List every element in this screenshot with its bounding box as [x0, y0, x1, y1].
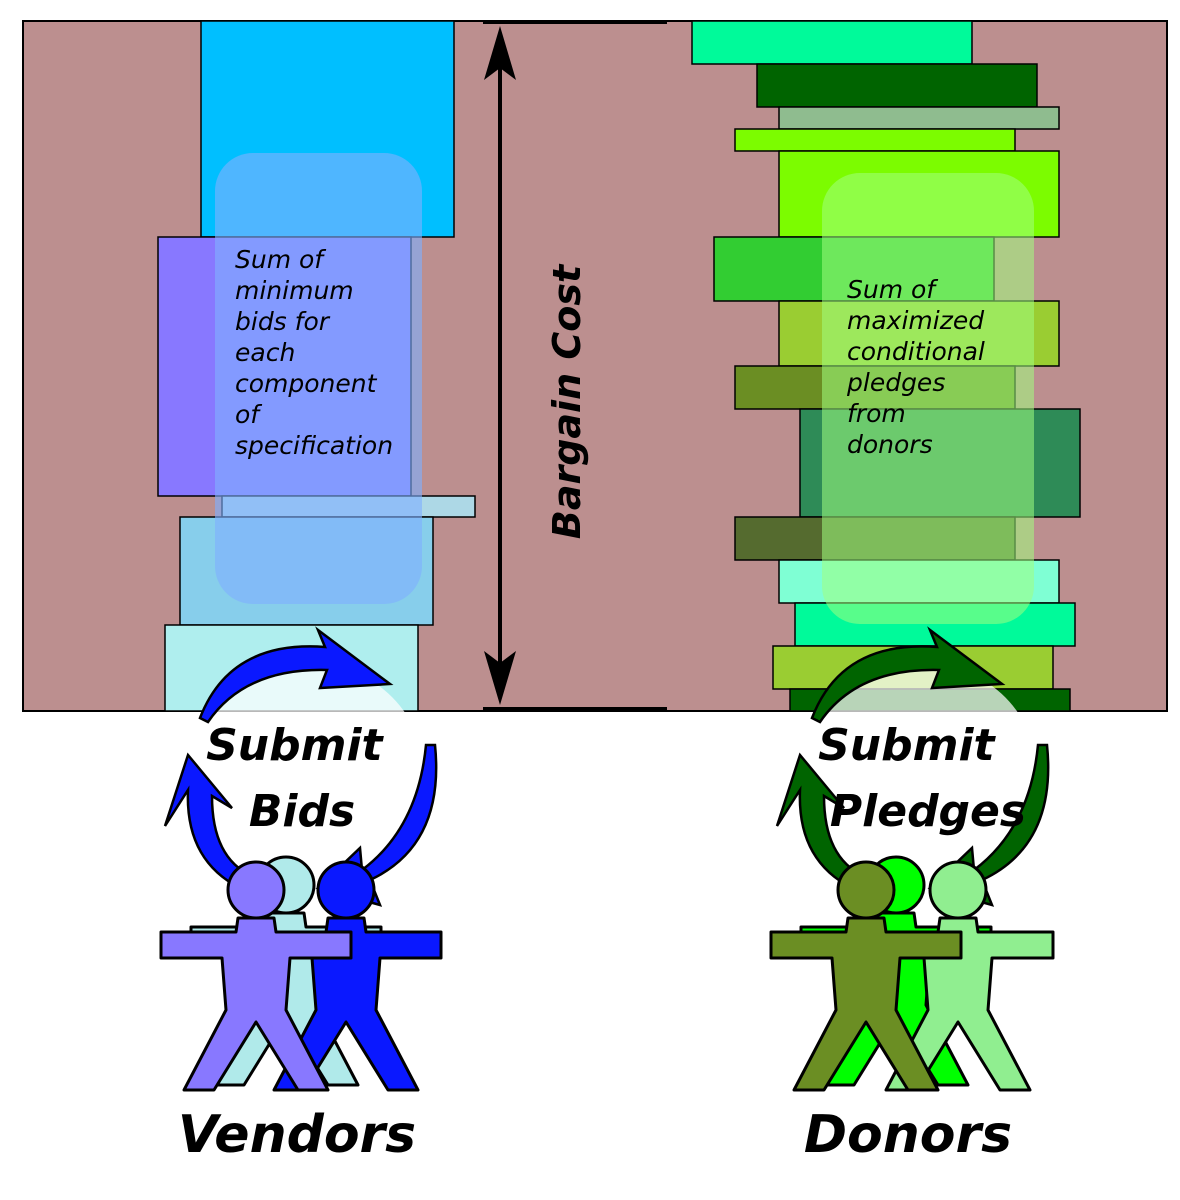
donor-pledge-block [734, 128, 1016, 152]
donor-pledge-block [778, 106, 1060, 130]
circular-arrow-icon [163, 626, 438, 907]
donors-label: Donors [804, 1105, 1012, 1165]
double-headed-arrow-icon [483, 20, 667, 711]
donor-pledge-block [691, 20, 973, 65]
vendors-label: Vendors [178, 1105, 416, 1165]
vendor-action-label: Submit Bids [206, 720, 398, 837]
axis-label: Bargain Cost [545, 263, 589, 539]
people-group-icon [769, 855, 1055, 1092]
people-group-icon [159, 855, 443, 1092]
donor-note-panel [822, 173, 1034, 624]
donor-note-text: Sum of maximized conditional pledges fro… [846, 275, 993, 459]
vendor-note-text: Sum of minimum bids for each component o… [235, 245, 393, 460]
donor-action-label: Submit Pledges [818, 720, 1026, 837]
donor-pledge-block [756, 63, 1038, 108]
vendor-note-panel [215, 153, 422, 604]
